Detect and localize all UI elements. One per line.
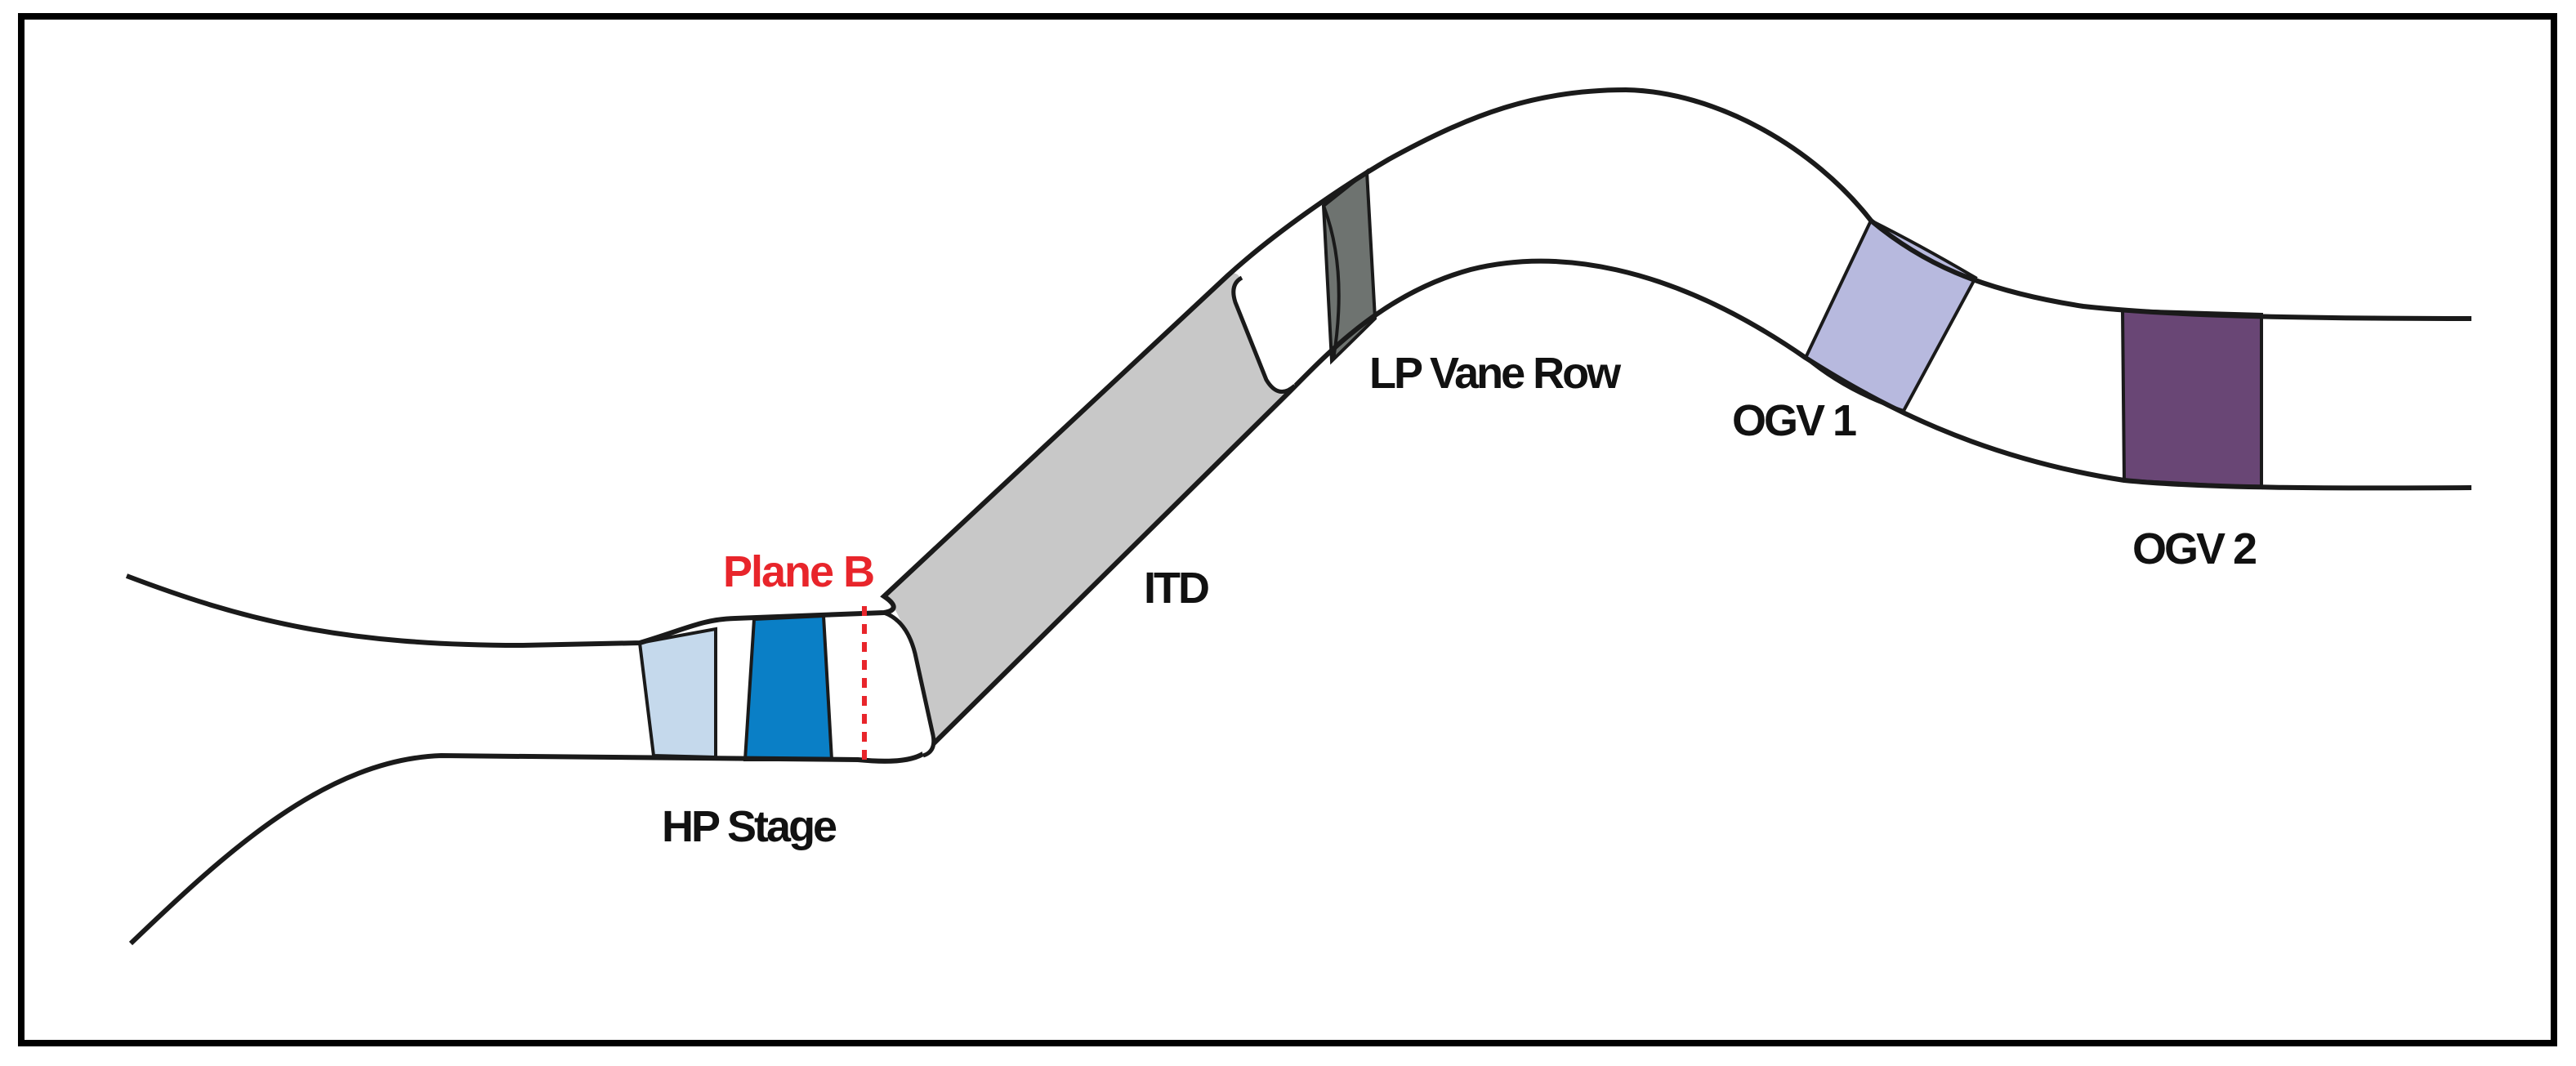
label-lp-vane-row: LP Vane Row [1369,349,1622,398]
hp-rotor-row [743,613,834,761]
lp-vane-leading-curve [1322,205,1341,360]
itd-outlet-edge [1231,275,1297,394]
duct-upper-wall [125,87,2472,649]
duct-lower-wall [128,258,2472,946]
label-itd: ITD [1144,564,1208,613]
label-ogv1: OGV 1 [1732,396,1856,445]
ogv2-row [2120,308,2263,490]
hp-vane-row [637,627,717,760]
label-plane-b: Plane B [723,547,873,596]
diagram-frame [18,13,2557,1046]
itd-passage [884,273,1289,748]
itd-inlet-edge [883,610,936,758]
label-hp-stage: HP Stage [662,802,837,851]
label-ogv2: OGV 2 [2132,524,2256,573]
ogv1-row [1803,218,1978,413]
